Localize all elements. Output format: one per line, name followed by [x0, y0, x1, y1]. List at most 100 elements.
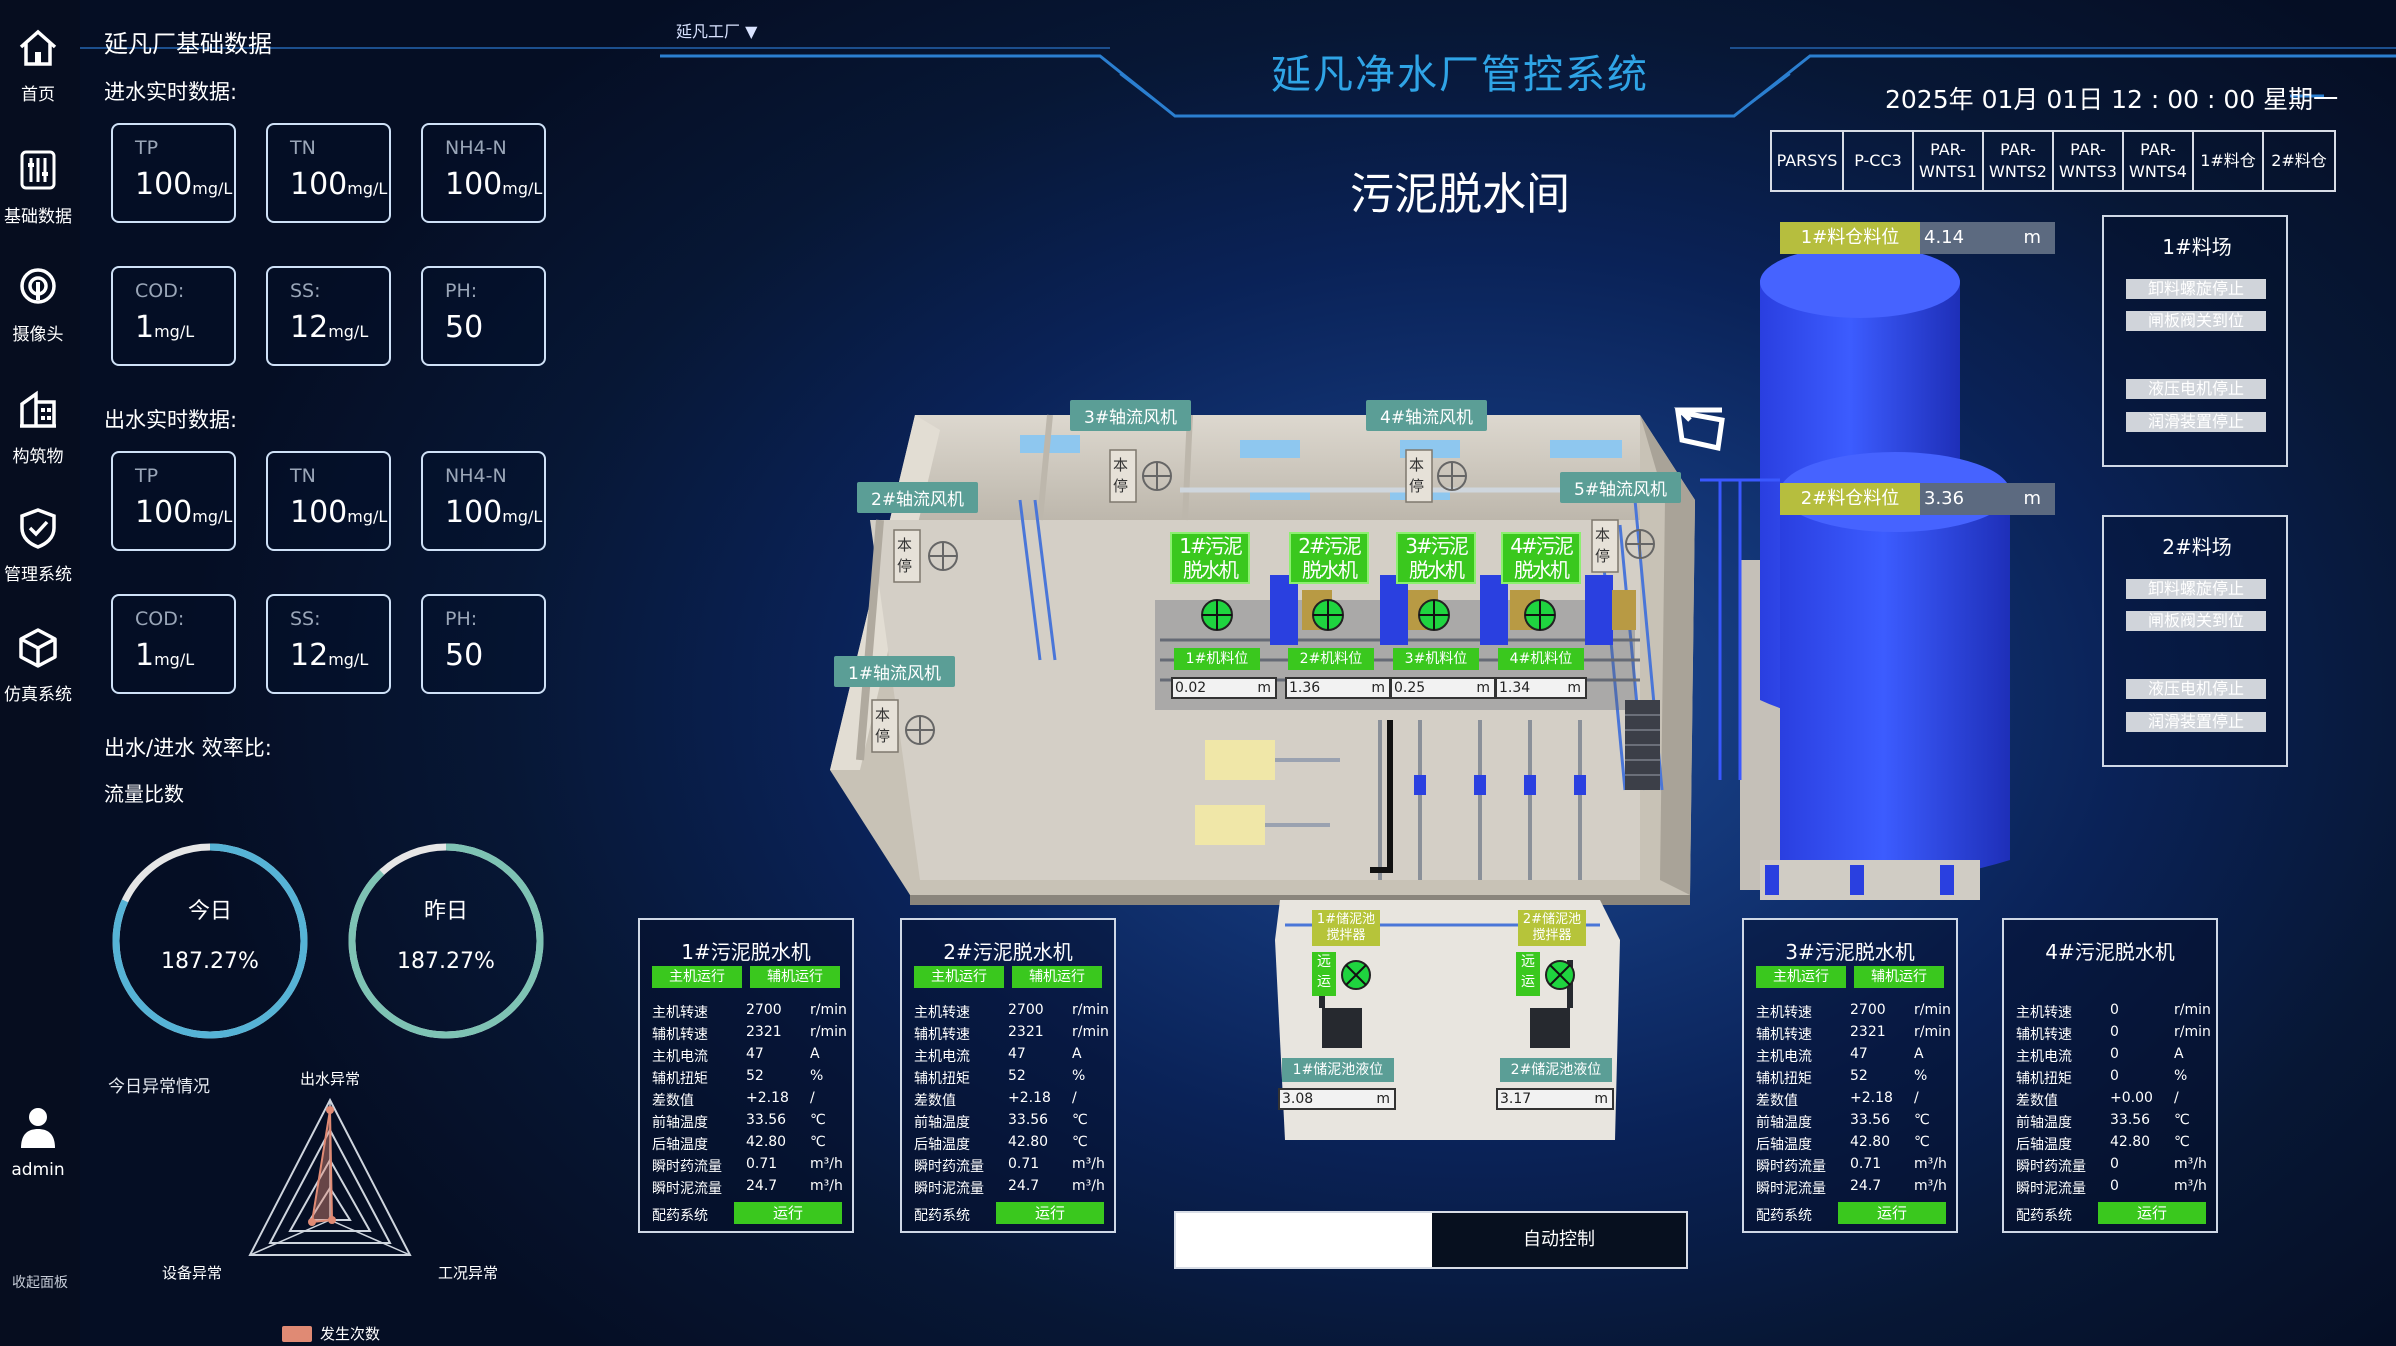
nav-home[interactable]: 首页 — [0, 26, 76, 105]
local-stop-indicator: 本 停 — [875, 706, 891, 745]
fan-4-label[interactable]: 4#轴流风机 — [1366, 400, 1488, 431]
metric-label: 瞬时药流量 — [652, 1159, 722, 1175]
metric-value: 0.71 — [1008, 1156, 1040, 1172]
dosing-run-button[interactable]: 运行 — [1838, 1202, 1946, 1224]
factory-select-value: 延凡工厂 — [676, 22, 741, 41]
tab-wnts4[interactable]: PAR- WNTS4 — [2124, 132, 2194, 190]
value: 1.36 — [1289, 680, 1321, 696]
aux-running-button[interactable]: 辅机运行 — [750, 966, 840, 988]
nav-management-label: 管理系统 — [4, 565, 72, 585]
metric-value: 33.56 — [2110, 1112, 2151, 1128]
metric-unit: m³/h — [1914, 1178, 1947, 1194]
tank-1-mixer[interactable]: 1#储泥池 搅拌器 — [1312, 910, 1380, 946]
metric-label: 辅机扭矩 — [1756, 1071, 1812, 1087]
metric-unit: / — [2174, 1090, 2179, 1106]
tab-wnts3[interactable]: PAR- WNTS3 — [2054, 132, 2124, 190]
inflow-card-cod: COD:1mg/L — [111, 266, 236, 366]
app-title: 延凡净水厂管控系统 — [1271, 52, 1649, 98]
tab-wnts1[interactable]: PAR- WNTS1 — [1914, 132, 1984, 190]
metric-unit: r/min — [810, 1002, 847, 1018]
metric-value: +2.18 — [746, 1090, 789, 1106]
metric-row: 差数值+2.18/ — [1756, 1090, 1952, 1112]
silo-2-status-1[interactable]: 卸料螺旋停止 — [2126, 579, 2266, 599]
fan-5-label[interactable]: 5#轴流风机 — [1560, 472, 1682, 503]
card-unit: mg/L — [502, 507, 543, 526]
main-running-button[interactable]: 主机运行 — [652, 966, 742, 988]
metric-label: 瞬时药流量 — [914, 1159, 984, 1175]
nav-simulation-label: 仿真系统 — [4, 685, 72, 705]
user-icon — [21, 1108, 55, 1148]
tab-pcc3[interactable]: P-CC3 — [1844, 132, 1914, 190]
silo-2-status-4[interactable]: 润滑装置停止 — [2126, 712, 2266, 732]
metric-label: 主机转速 — [1756, 1005, 1812, 1021]
metric-unit: m³/h — [1072, 1156, 1105, 1172]
main-running-button[interactable]: 主机运行 — [914, 966, 1004, 988]
tank-2-mixer[interactable]: 2#储泥池 搅拌器 — [1518, 910, 1586, 946]
fan-2-label[interactable]: 2#轴流风机 — [857, 482, 979, 513]
silo-1-status-3[interactable]: 液压电机停止 — [2126, 379, 2266, 399]
collapse-panel-button[interactable]: 收起面板 — [12, 1275, 68, 1291]
gauge-today-value: 187.27% — [161, 949, 259, 974]
nav-basic-data[interactable]: 基础数据 — [0, 148, 76, 227]
dosing-run-button[interactable]: 运行 — [2098, 1202, 2206, 1224]
nav-management[interactable]: 管理系统 — [0, 506, 76, 585]
metric-label: 主机电流 — [2016, 1049, 2072, 1065]
panel-title: 4#污泥脱水机 — [2045, 940, 2175, 964]
outflow-card-ph: PH:50 — [421, 594, 546, 694]
aux-running-button[interactable]: 辅机运行 — [1012, 966, 1102, 988]
main-running-button[interactable]: 主机运行 — [1756, 966, 1846, 988]
silo-2-status-2[interactable]: 闸板阀关到位 — [2126, 611, 2266, 631]
cube-icon — [19, 628, 57, 668]
silo-1-status-1[interactable]: 卸料螺旋停止 — [2126, 279, 2266, 299]
metric-value: 0.71 — [746, 1156, 778, 1172]
tab-wnts2[interactable]: PAR- WNTS2 — [1984, 132, 2054, 190]
metric-value: 33.56 — [1850, 1112, 1891, 1128]
metric-label: 差数值 — [1756, 1093, 1798, 1109]
nav-building[interactable]: 构筑物 — [0, 388, 76, 467]
fan-1-label[interactable]: 1#轴流风机 — [834, 656, 956, 687]
silo-1-status-4[interactable]: 润滑装置停止 — [2126, 412, 2266, 432]
card-value: 100 — [445, 495, 503, 530]
aux-running-button[interactable]: 辅机运行 — [1854, 966, 1944, 988]
metric-unit: / — [1072, 1090, 1077, 1106]
silo-1-status-2[interactable]: 闸板阀关到位 — [2126, 311, 2266, 331]
dosing-run-button[interactable]: 运行 — [734, 1202, 842, 1224]
dewatering-machine-3[interactable]: 3#污泥 脱水机 — [1396, 532, 1476, 584]
factory-select[interactable]: 延凡工厂 ▼ — [676, 18, 757, 42]
tab-silo1[interactable]: 1#料仓 — [2194, 132, 2264, 190]
local-stop-indicator: 本 停 — [1409, 456, 1425, 495]
unit: m — [1371, 680, 1385, 696]
user-profile[interactable]: admin — [0, 1106, 76, 1180]
metric-value: +0.00 — [2110, 1090, 2153, 1106]
manual-control-button[interactable] — [1176, 1213, 1432, 1267]
silo-1-title: 1#料场 — [2162, 235, 2232, 259]
metric-row: 差数值+0.00/ — [2016, 1090, 2212, 1112]
auto-control-button[interactable]: 自动控制 — [1432, 1213, 1686, 1267]
dewatering-machine-1[interactable]: 1#污泥 脱水机 — [1170, 532, 1250, 584]
metric-unit: ℃ — [1914, 1134, 1930, 1150]
nav-simulation[interactable]: 仿真系统 — [0, 626, 76, 705]
tab-silo2[interactable]: 2#料仓 — [2271, 151, 2327, 170]
nav-camera[interactable]: 摄像头 — [0, 266, 76, 345]
metric-label: 主机转速 — [914, 1005, 970, 1021]
silo-2-status-3[interactable]: 液压电机停止 — [2126, 679, 2266, 699]
tab-parsys[interactable]: PARSYS — [1772, 132, 1844, 190]
fan-3-label[interactable]: 3#轴流风机 — [1070, 400, 1192, 431]
value: 1.34 — [1499, 680, 1531, 696]
card-key: PH: — [445, 608, 478, 630]
dewatering-machine-4[interactable]: 4#污泥 脱水机 — [1501, 532, 1581, 584]
dosing-run-button[interactable]: 运行 — [996, 1202, 1104, 1224]
dewatering-machine-2[interactable]: 2#污泥 脱水机 — [1289, 532, 1369, 584]
value: 3.17 — [1500, 1091, 1532, 1107]
card-key: TP — [135, 465, 159, 487]
